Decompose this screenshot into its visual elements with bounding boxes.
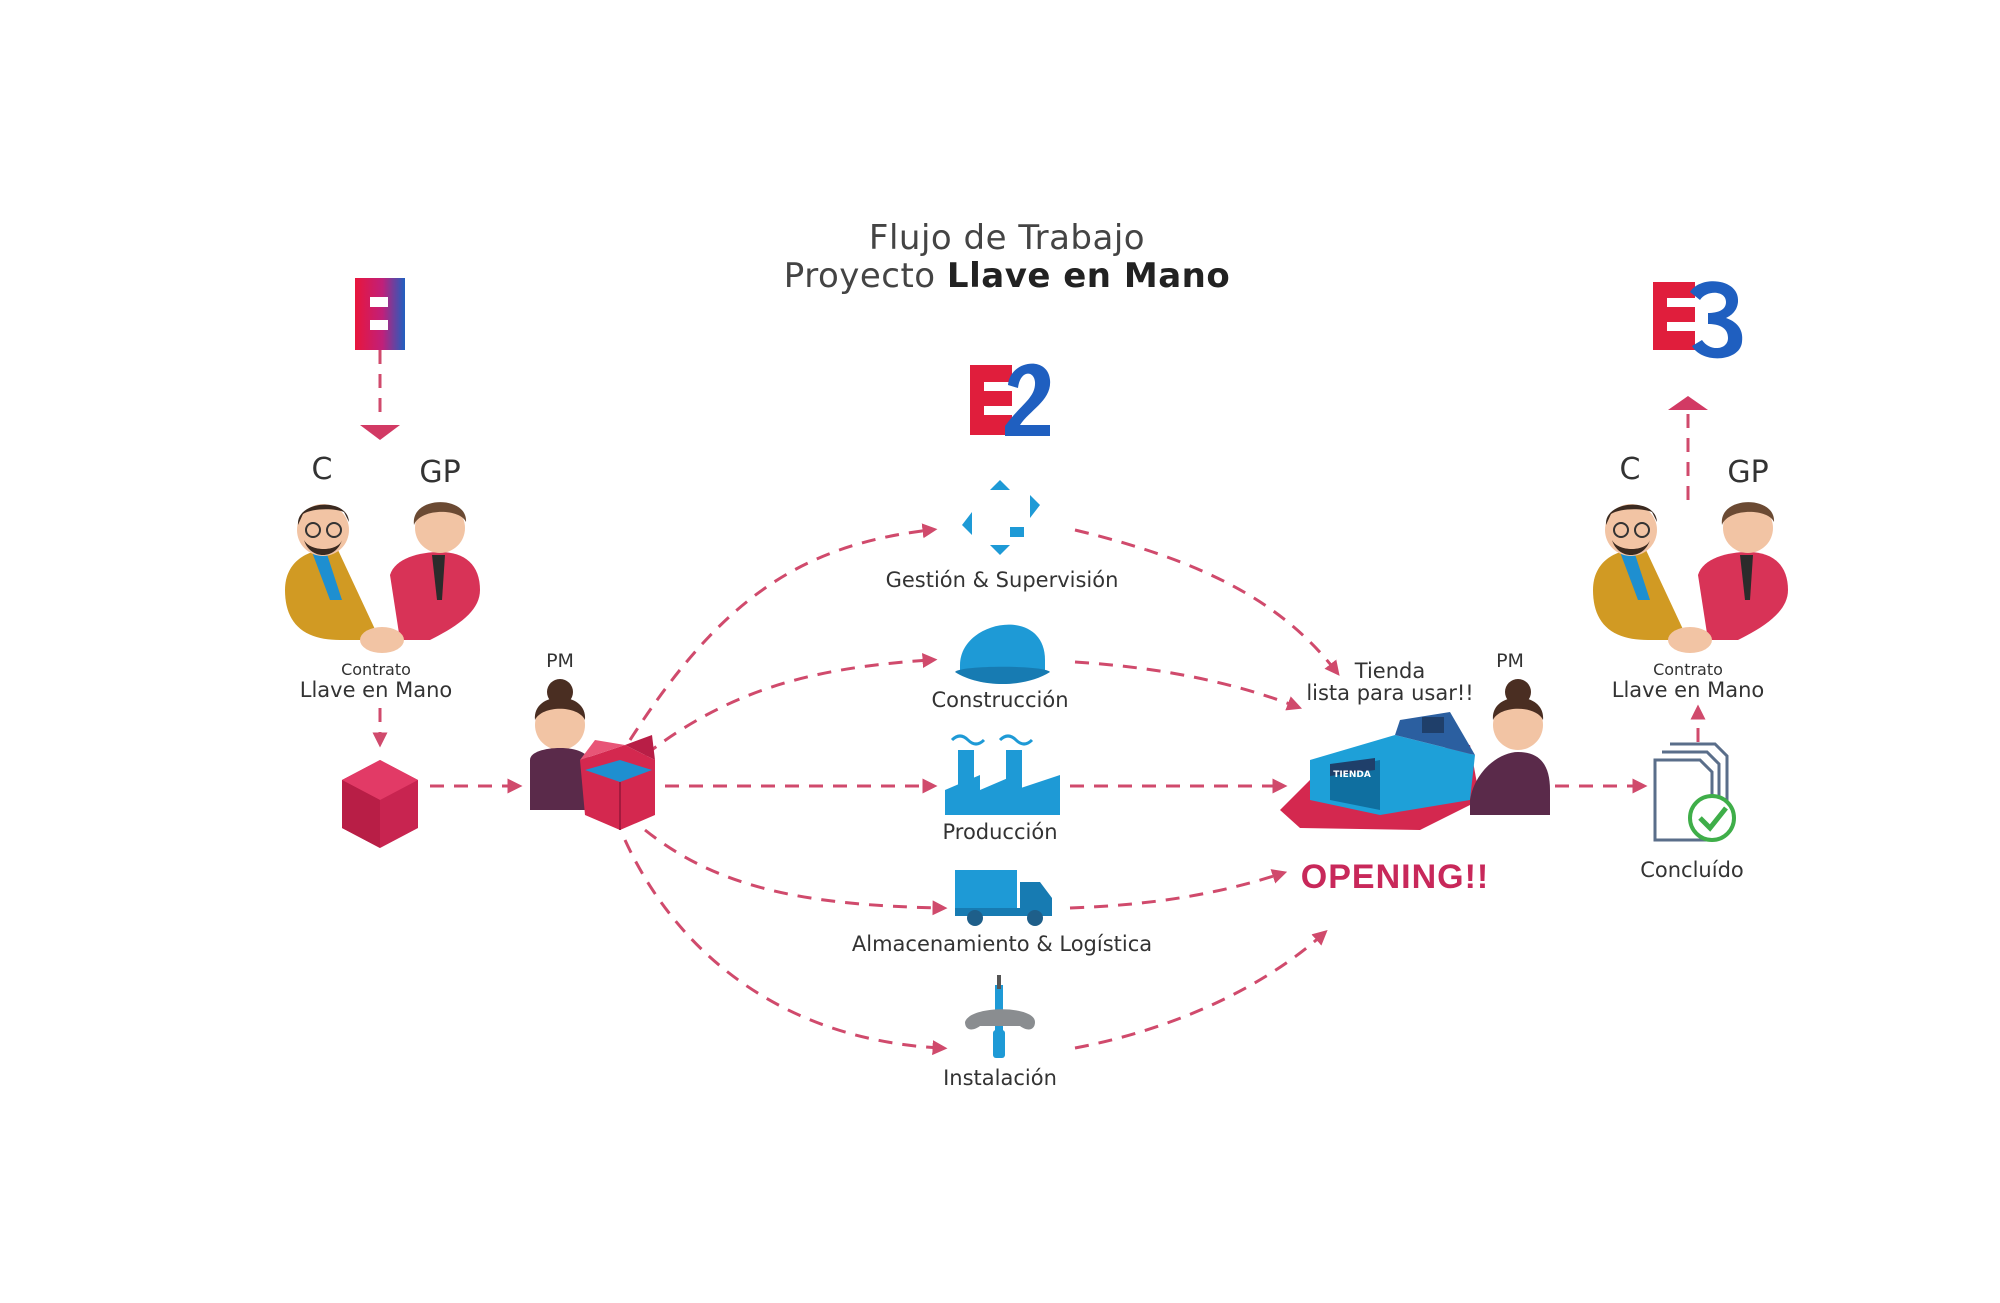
right-contract-small: Contrato	[1653, 660, 1723, 679]
left-contract-small: Contrato	[341, 660, 411, 679]
arrowhead-e1	[360, 425, 400, 440]
arrow-to-almacenamiento	[644, 828, 948, 916]
title-line-2: Proyecto Llave en Mano	[784, 256, 1230, 296]
tools-icon	[965, 975, 1035, 1058]
title-prefix: Proyecto	[783, 256, 947, 296]
e2-logo-icon	[970, 363, 1051, 436]
title-bold: Llave en Mano	[946, 256, 1231, 296]
left-client-label: C	[311, 452, 333, 487]
helmet-icon	[955, 624, 1050, 684]
arrow-almacenamiento-to-store	[1069, 869, 1288, 910]
store-illustration	[1280, 712, 1480, 830]
step-label-gestion: Gestión & Supervisión	[885, 568, 1119, 592]
right-handshake-illustration	[1593, 502, 1788, 653]
connector-arrows	[372, 350, 1706, 1056]
step-label-almacenamiento: Almacenamiento & Logística	[851, 932, 1153, 956]
done-label: Concluído	[1640, 858, 1744, 882]
left-gp-label: GP	[419, 455, 461, 490]
arrow-instalacion-to-store	[1074, 930, 1328, 1050]
right-client-label: C	[1619, 452, 1641, 487]
red-box-icon	[342, 760, 418, 848]
title-line-1: Flujo de Trabajo	[868, 218, 1146, 258]
truck-icon	[955, 870, 1052, 926]
arrow-to-instalacion	[623, 839, 948, 1056]
arrow-to-construccion	[644, 653, 938, 757]
right-pm-label: PM	[1496, 650, 1524, 672]
store-sign: TIENDA	[1333, 770, 1371, 780]
arrow-to-gestion	[628, 523, 938, 741]
arrowhead-e3	[1668, 396, 1708, 410]
left-handshake-illustration	[285, 502, 480, 653]
left-pm-label: PM	[546, 650, 574, 672]
right-contract-main: Llave en Mano	[1611, 678, 1765, 702]
e1-logo-icon	[355, 278, 405, 350]
opening-label: OPENING!!	[1300, 858, 1490, 896]
arrow-gestion-to-store	[1074, 528, 1340, 676]
management-icon	[962, 480, 1040, 555]
left-pm-illustration	[530, 679, 655, 830]
step-label-construccion: Construcción	[931, 688, 1069, 712]
arrow-construccion-to-store	[1074, 660, 1303, 711]
left-contract-main: Llave en Mano	[299, 678, 453, 702]
right-gp-label: GP	[1727, 455, 1769, 490]
document-check-icon	[1653, 742, 1736, 842]
factory-icon	[945, 734, 1060, 815]
store-ready-label: Tienda lista para usar!!	[1306, 659, 1474, 705]
right-pm-illustration	[1470, 679, 1550, 815]
e3-logo-icon	[1653, 281, 1743, 359]
step-label-produccion: Producción	[942, 820, 1058, 844]
step-label-instalacion: Instalación	[943, 1066, 1057, 1090]
